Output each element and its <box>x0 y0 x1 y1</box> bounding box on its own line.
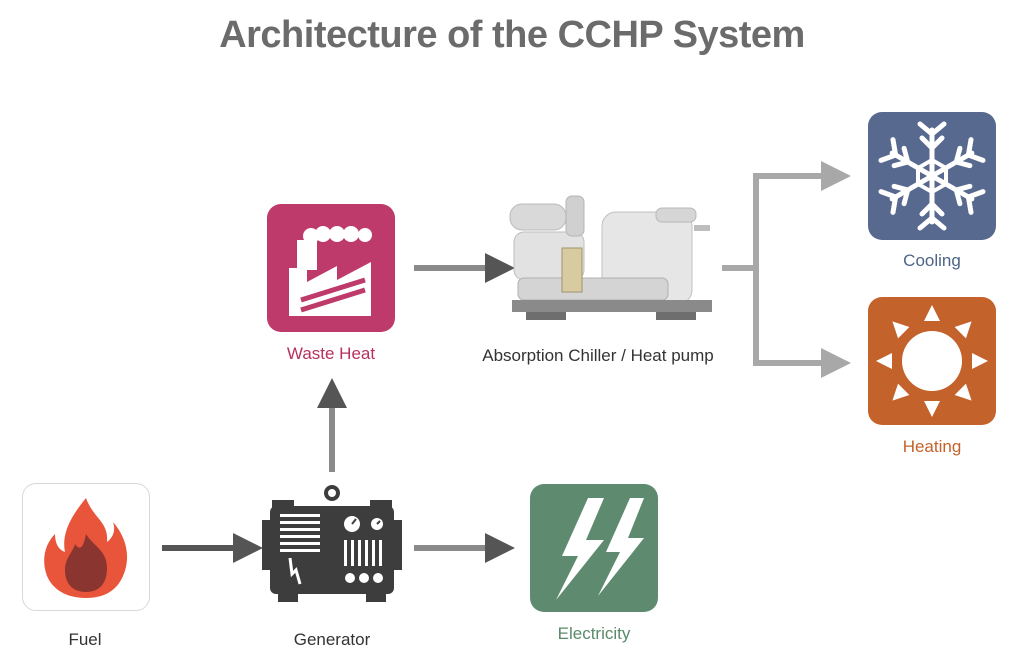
waste-heat-label: Waste Heat <box>286 344 376 363</box>
sun-icon <box>876 305 988 417</box>
fuel-label: Fuel <box>68 630 102 649</box>
chiller-label: Absorption Chiller / Heat pump <box>482 346 714 365</box>
page-title: Architecture of the CCHP System <box>219 14 805 56</box>
generator-icon <box>262 485 402 602</box>
arrow-chiller-branch <box>722 161 851 378</box>
electricity-label: Electricity <box>557 624 631 643</box>
chiller-node <box>506 188 718 328</box>
generator-node <box>262 484 402 608</box>
fuel-tile <box>22 483 150 611</box>
chiller-machine-icon <box>509 195 712 320</box>
heating-label: Heating <box>902 437 962 456</box>
lightning-icon <box>556 498 644 600</box>
flame-icon <box>44 498 128 598</box>
cooling-label: Cooling <box>903 251 961 270</box>
generator-label: Generator <box>293 630 371 649</box>
heating-tile <box>868 297 996 425</box>
snowflake-icon <box>868 121 996 240</box>
waste-heat-tile <box>267 204 395 332</box>
factory-icon <box>289 226 372 316</box>
cooling-tile <box>868 112 996 240</box>
electricity-tile <box>530 484 658 612</box>
